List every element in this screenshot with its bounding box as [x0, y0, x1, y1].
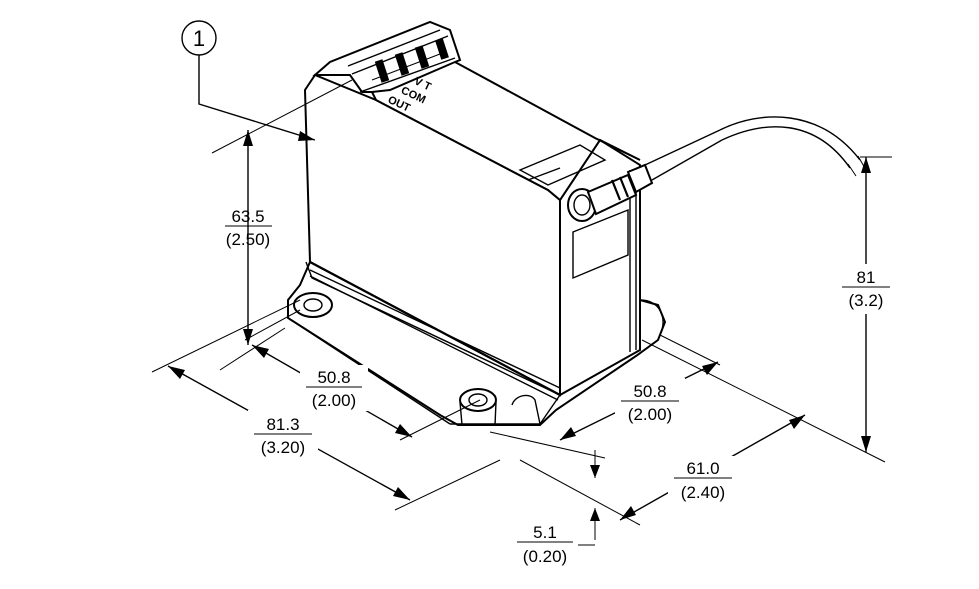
dim-length-base-mm: 81.3 — [266, 415, 299, 434]
dim-base-thickness-in: (0.20) — [523, 547, 567, 566]
dim-height-total-in: (3.2) — [849, 291, 884, 310]
dim-width-base: 61.0 (2.40) — [519, 414, 806, 526]
dim-depth-holes: 50.8 (2.00) — [244, 309, 481, 441]
dim-height-body: 63.5 (2.50) — [211, 79, 353, 371]
dim-height-total: 81 (3.2) — [641, 156, 895, 463]
cable — [719, 116, 867, 177]
dim-base-thickness: 5.1 (0.20) — [517, 450, 600, 566]
dim-length-base: 81.3 (3.20) — [151, 299, 501, 511]
dim-width-holes-in: (2.00) — [628, 405, 672, 424]
dim-width-holes: 50.8 (2.00) — [489, 334, 721, 459]
dim-width-base-in: (2.40) — [681, 483, 725, 502]
dim-depth-holes-mm: 50.8 — [317, 368, 350, 387]
mounting-hole-left — [293, 292, 333, 318]
cable-connector — [567, 129, 723, 222]
dim-height-total-mm: 81 — [857, 268, 876, 287]
dim-height-body-in: (2.50) — [226, 230, 270, 249]
dim-base-thickness-mm: 5.1 — [533, 523, 557, 542]
dim-depth-holes-in: (2.00) — [312, 391, 356, 410]
dim-height-body-mm: 63.5 — [231, 207, 264, 226]
callout-number: 1 — [193, 26, 205, 51]
terminal-block: V T COM OUT — [312, 20, 462, 115]
callout-1: 1 — [181, 20, 316, 141]
dim-width-holes-mm: 50.8 — [633, 382, 666, 401]
dim-width-base-mm: 61.0 — [686, 459, 719, 478]
dim-length-base-in: (3.20) — [261, 438, 305, 457]
